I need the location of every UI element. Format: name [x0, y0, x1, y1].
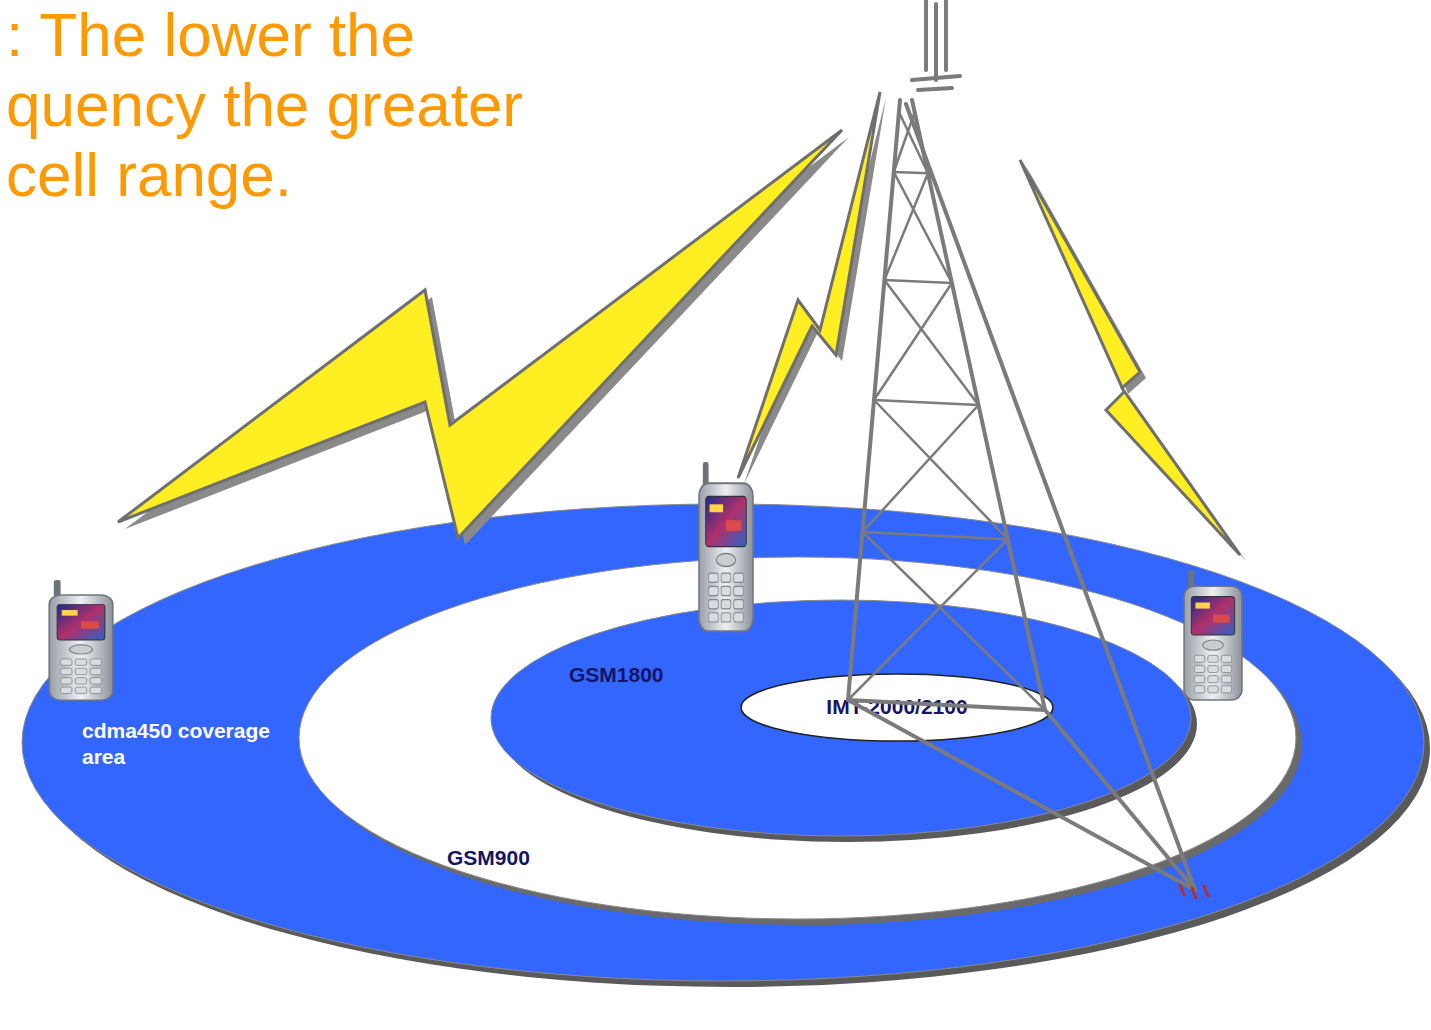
- coverage-ellipse: IMT-2000/2100: [737, 670, 1057, 745]
- coverage-ring: GSM900 GSM1800IMT-2000/2100: [295, 553, 1300, 923]
- coverage-label: cdma450 coverage area: [80, 718, 284, 771]
- coverage-ring: GSM1800IMT-2000/2100: [487, 596, 1195, 840]
- slide-title: : The lower the quency the greater cell …: [6, 0, 606, 210]
- coverage-label: GSM900: [445, 845, 532, 871]
- coverage-ring: cdma450 coverage areaGSM900 GSM1800IMT-20…: [18, 500, 1428, 985]
- coverage-label: IMT-2000/2100: [824, 694, 969, 720]
- coverage-label: GSM1800: [567, 662, 666, 688]
